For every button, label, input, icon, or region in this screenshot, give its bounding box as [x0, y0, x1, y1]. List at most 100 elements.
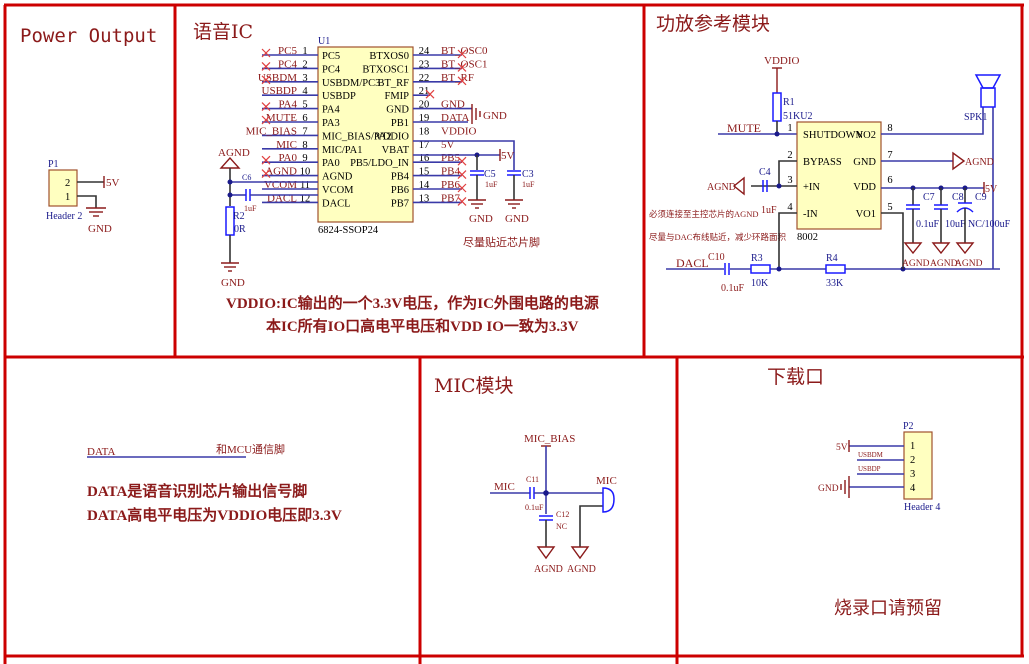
c8-agnd-icon	[931, 242, 951, 255]
amp-mute-label: MUTE	[727, 121, 761, 135]
r2-ref: R2	[233, 211, 245, 222]
u1-pin-8-number: 8	[302, 140, 307, 151]
amp-chip-body	[796, 121, 882, 230]
c6-ref: C6	[242, 173, 251, 182]
u1-pin-8-net: MIC	[276, 139, 297, 151]
u1-pin-2-net: PC4	[278, 58, 297, 70]
c12-agnd-label: AGND	[534, 564, 563, 575]
u1-pin-13-net: PB7	[441, 192, 460, 204]
u1-pin-19-number: 19	[419, 113, 430, 124]
section-mic: MIC模块 MIC_BIAS MIC C11 0.1uF C12 NC AGND…	[434, 375, 617, 575]
c8-agnd-label: AGND	[930, 259, 958, 269]
u1-pin-18-number: 18	[419, 126, 430, 137]
u1-pin-1-number: 1	[302, 46, 307, 57]
junction-mute	[774, 131, 780, 137]
c6-value: 1uF	[244, 204, 257, 213]
download-section-title: 下载口	[767, 366, 824, 388]
no-connect-icon	[261, 61, 271, 71]
c4-ref: C4	[759, 167, 771, 178]
p2-header	[903, 431, 933, 500]
u1-pin-10-name: AGND	[322, 172, 353, 183]
cap-placement-note: 尽量贴近芯片脚	[463, 235, 540, 249]
r4-value: 33K	[826, 278, 844, 289]
agnd-icon	[219, 156, 241, 169]
p2-5v-label: 5V	[836, 443, 848, 453]
wire-bypass	[778, 160, 797, 186]
c3-gnd-icon	[505, 199, 523, 209]
u1-pin-17-name: VBAT	[382, 145, 410, 156]
u1-pin-21-number: 21	[419, 86, 430, 97]
u1-pin-14-number: 14	[419, 180, 430, 191]
no-connect-icon	[457, 183, 467, 193]
no-connect-icon	[457, 170, 467, 180]
p2-gnd-icon	[840, 476, 850, 498]
u1-pin-9-number: 9	[302, 153, 307, 164]
u1-pin-15-net: PB4	[441, 166, 460, 178]
c8-ref: C8	[952, 192, 964, 203]
u1-pin-15-number: 15	[419, 167, 430, 178]
c7-agnd-icon	[903, 242, 923, 255]
u1-pin-16-name: PB5/LDO_IN	[350, 158, 409, 169]
u1-pin-20-net: GND	[441, 99, 465, 111]
amp-pin-8-name: VO2	[856, 130, 876, 141]
p2-type: Header 4	[904, 502, 940, 513]
u1-pin-19-name: PB1	[391, 118, 409, 129]
p2-gnd-label: GND	[818, 484, 839, 494]
wire-mic-gnd	[579, 505, 603, 547]
no-connect-icon	[261, 155, 271, 165]
p2-pin-1: 1	[910, 441, 915, 452]
c4-agnd-label: AGND	[707, 182, 736, 193]
speaker-body	[980, 87, 996, 108]
c9-agnd-icon	[955, 242, 975, 255]
u1-pin-11-net: VCOM	[264, 179, 297, 191]
r3-resistor	[750, 264, 771, 274]
u1-pin-12-number: 12	[300, 193, 311, 204]
p1-ref: P1	[48, 159, 59, 170]
amp-pin-5-number: 5	[887, 202, 892, 213]
amp-pin-6-name: VDD	[853, 182, 876, 193]
u1-pin-4-net: USBDP	[262, 85, 297, 97]
wire-minus-in	[778, 212, 797, 269]
r4-resistor	[825, 264, 846, 274]
u1-pin-7-name: MIC_BIAS/PA2	[322, 131, 392, 142]
microphone-icon	[602, 487, 615, 513]
amp-note-agnd: 必须连接至主控芯片的AGND	[649, 209, 759, 219]
mic-bias-label: MIC_BIAS	[524, 433, 575, 445]
u1-pin-22-number: 22	[419, 73, 430, 84]
u1-pin-24-number: 24	[419, 46, 430, 57]
r2-gnd-label: GND	[221, 277, 245, 289]
gnd-icon	[86, 207, 106, 217]
u1-pin-9-net: PA0	[278, 152, 297, 164]
amp-vddio-label: VDDIO	[764, 55, 799, 67]
c4-agnd-icon	[732, 176, 745, 196]
c4-value: 1uF	[761, 205, 777, 216]
c7-ref: C7	[923, 192, 935, 203]
c7-agnd-label: AGND	[902, 259, 930, 269]
r3-value: 10K	[751, 278, 769, 289]
mic-component-label: MIC	[596, 475, 617, 487]
no-connect-icon	[261, 169, 271, 179]
spk-ref: SPK1	[964, 112, 987, 123]
power-section-title: Power Output	[20, 25, 157, 47]
c7-value: 0.1uF	[916, 219, 940, 230]
u1-pin-1-net: PC5	[278, 45, 297, 57]
u1-pin-3-name: USBDM/PC3	[322, 78, 380, 89]
u1-pin-11-number: 11	[300, 180, 310, 191]
u1-pin-6-net: MUTE	[266, 112, 297, 124]
u1-pin-5-number: 5	[302, 100, 307, 111]
p1-header	[48, 169, 78, 207]
data-note-line1: DATA是语音识别芯片输出信号脚	[87, 482, 307, 500]
amp-pin-7-name: GND	[853, 157, 876, 168]
u1-pin-13-name: PB7	[391, 198, 409, 209]
wire-vo2	[881, 107, 984, 135]
amp-part: 8002	[797, 232, 818, 243]
c10-value: 0.1uF	[721, 283, 745, 294]
r1-resistor	[772, 92, 782, 122]
u1-pin-1-name: PC5	[322, 51, 340, 62]
u1-pin-3-number: 3	[302, 73, 307, 84]
u1-gnd-label: GND	[483, 110, 507, 122]
u1-pin-21-name: FMIP	[384, 91, 409, 102]
amp-pin-1-number: 1	[787, 123, 792, 134]
